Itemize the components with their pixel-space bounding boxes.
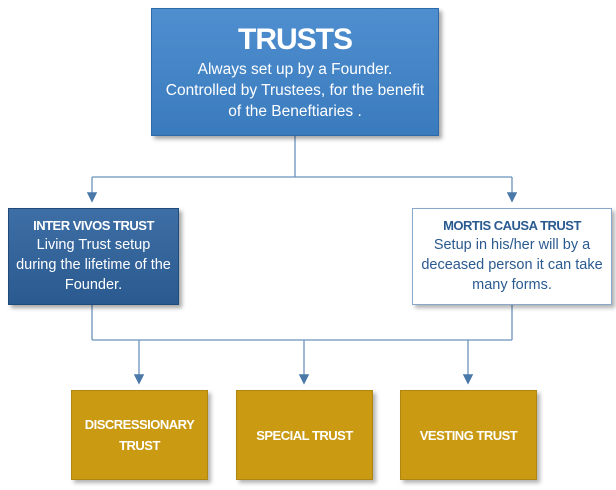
leaf1-label: DISCRESSIONARY TRUST <box>84 417 195 453</box>
root-title: TRUSTS <box>238 22 353 56</box>
vesting-trust-node: VESTING TRUST <box>400 390 537 480</box>
leaf2-label: SPECIAL TRUST <box>256 427 353 443</box>
leaf3-label: VESTING TRUST <box>419 427 518 443</box>
left-description: Living Trust setup during the lifetime o… <box>16 237 171 293</box>
root-description: Always set up by a Founder. Controlled b… <box>165 60 425 120</box>
left-title: INTER VIVOS TRUST <box>33 218 154 233</box>
right-description: Setup in his/her will by a deceased pers… <box>421 237 603 293</box>
trusts-root-node: TRUSTS Always set up by a Founder. Contr… <box>151 8 439 136</box>
inter-vivos-trust-node: INTER VIVOS TRUST Living Trust setup dur… <box>8 208 179 305</box>
discressionary-trust-node: DISCRESSIONARY TRUST <box>71 390 208 480</box>
special-trust-node: SPECIAL TRUST <box>236 390 373 480</box>
right-title: MORTIS CAUSA TRUST <box>443 218 581 233</box>
mortis-causa-trust-node: MORTIS CAUSA TRUST Setup in his/her will… <box>412 208 612 305</box>
